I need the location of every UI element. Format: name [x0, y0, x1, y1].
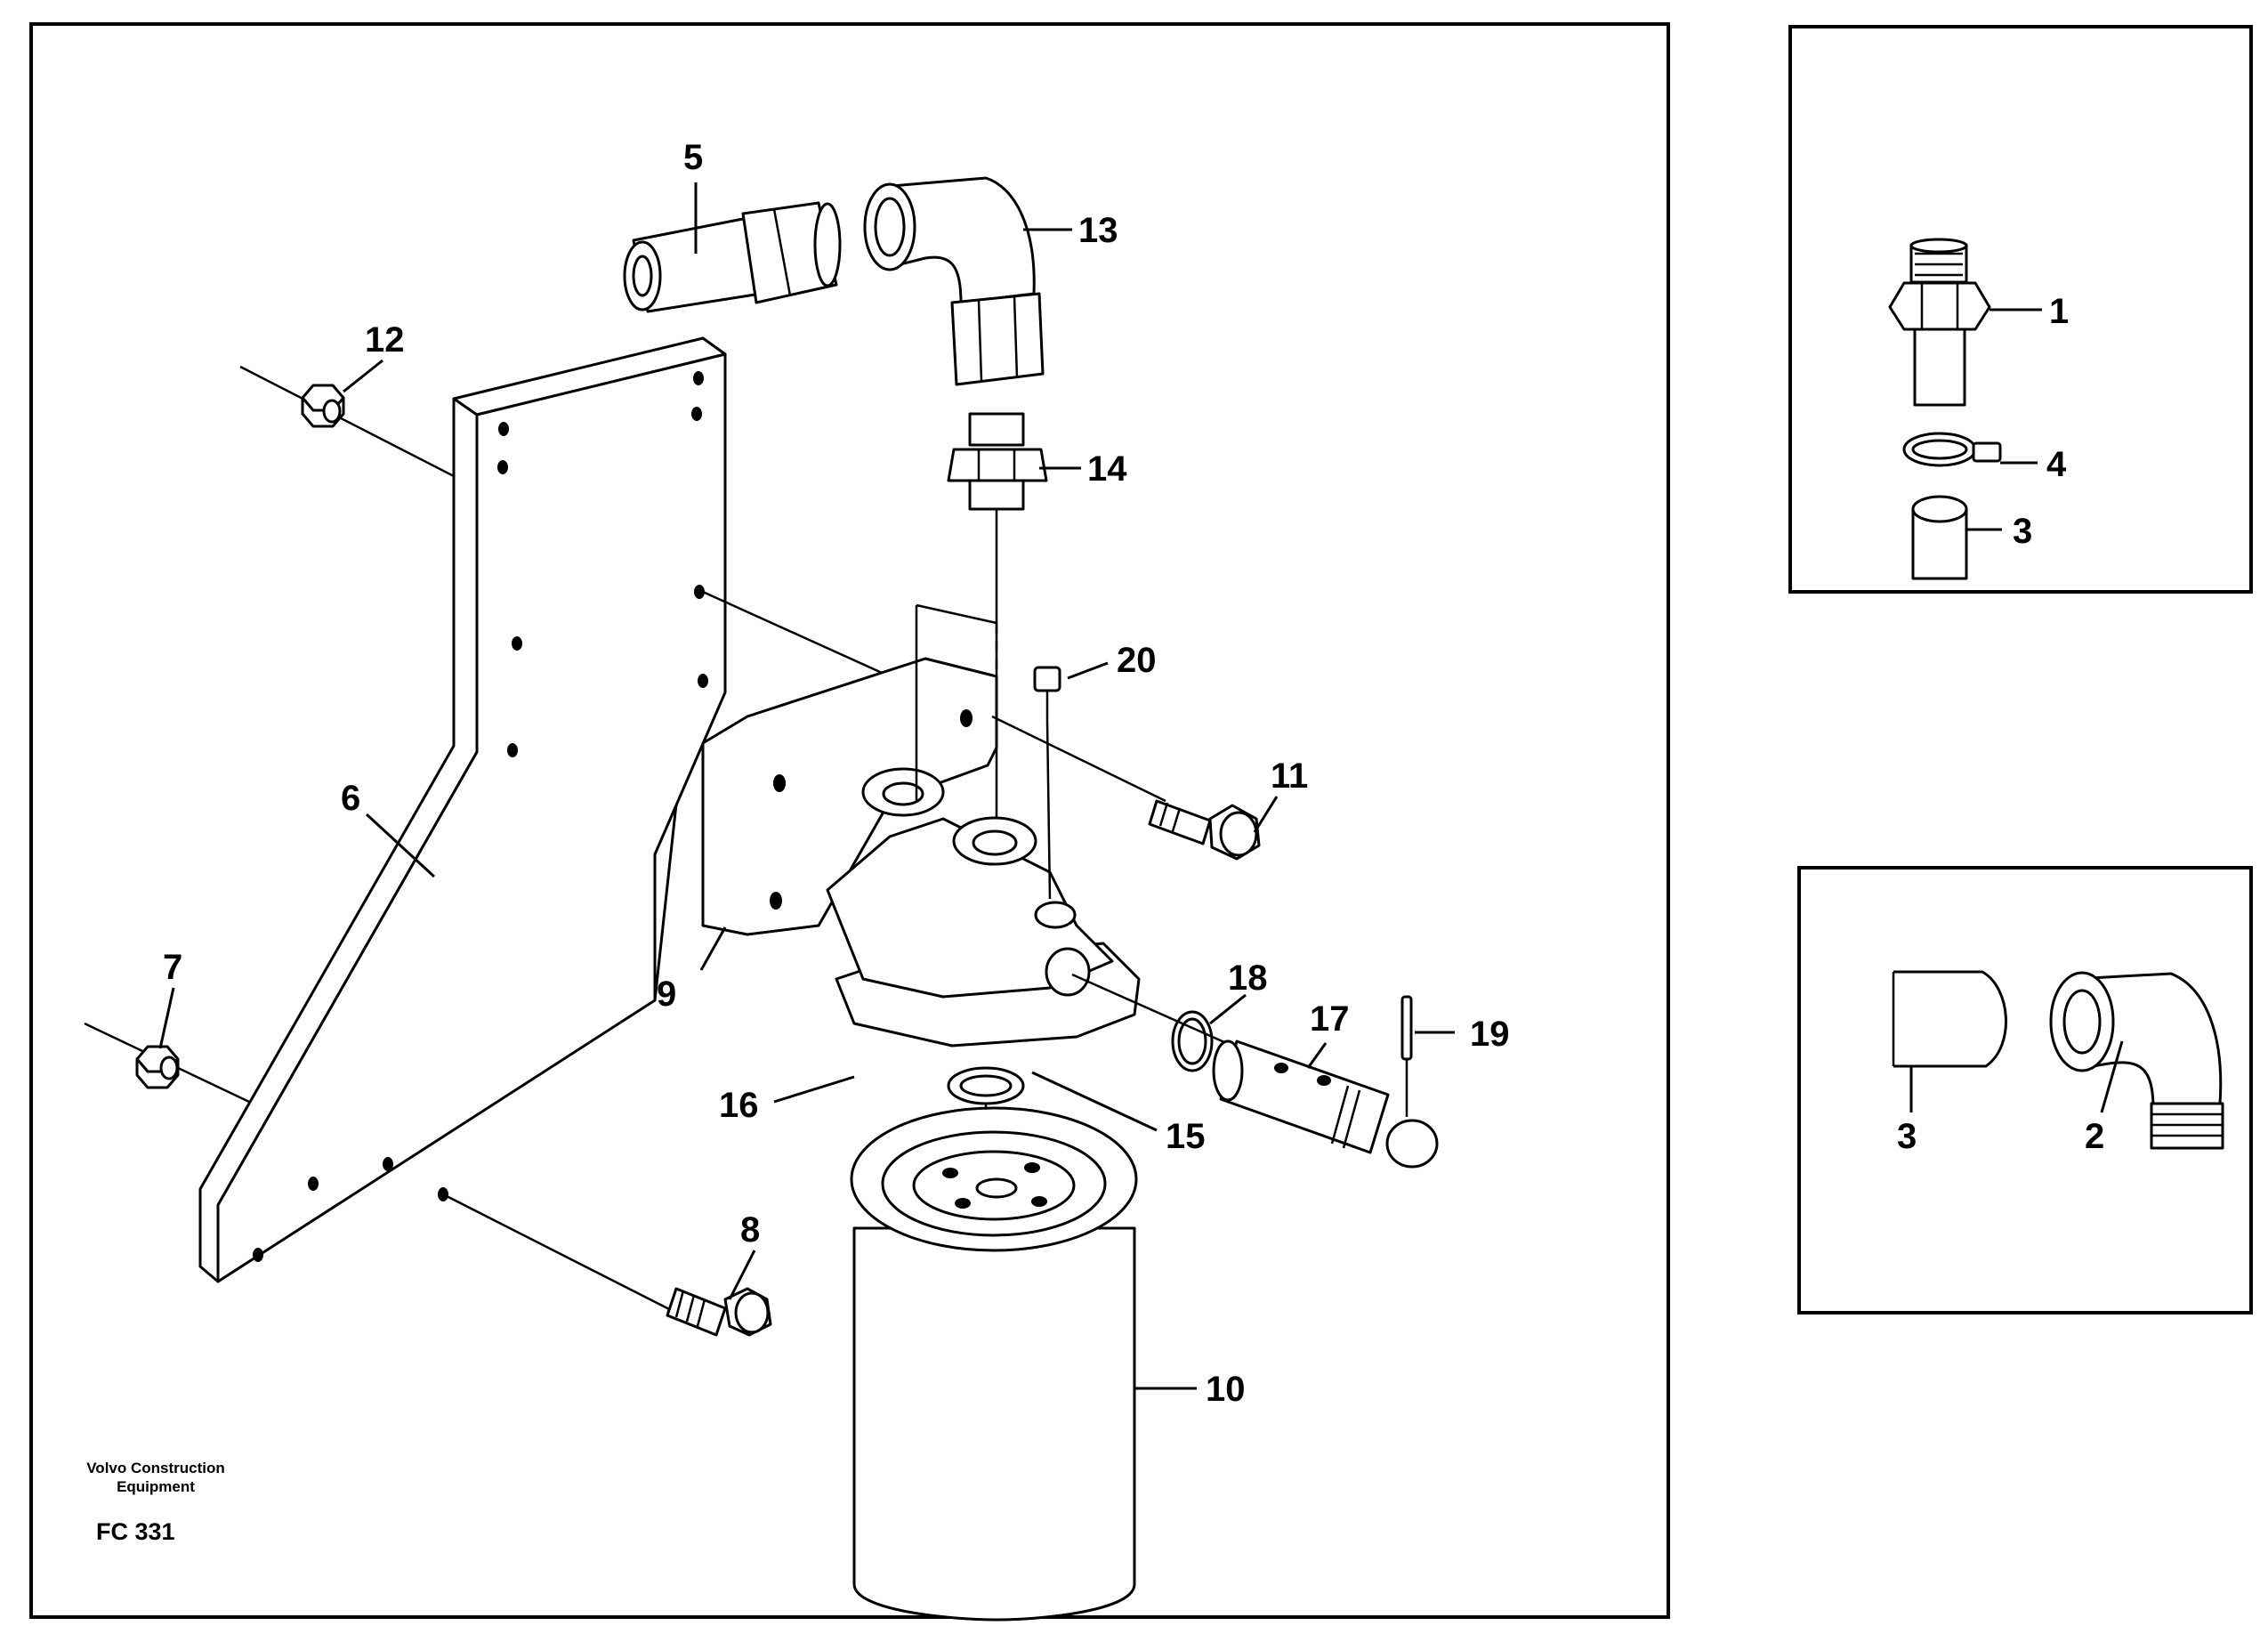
pin-line-17 [1071, 973, 1233, 1048]
nut-7 [135, 1045, 180, 1089]
filter-cartridge-10 [850, 1106, 1138, 1622]
callout-19: 19 [1470, 1015, 1510, 1054]
detail-bottom-callout-2: 2 [2085, 1117, 2104, 1156]
mount-line-6-to-9 [702, 590, 891, 678]
callout-18: 18 [1228, 959, 1268, 998]
elbow-13 [863, 176, 1045, 386]
detail-top-leaders [1966, 308, 2042, 531]
detail-bottom-callout-3: 3 [1897, 1117, 1917, 1156]
callout-20: 20 [1117, 641, 1157, 680]
callout-8: 8 [740, 1210, 760, 1250]
detail-top-frame [1788, 25, 2253, 594]
filter-head-9 [701, 603, 1141, 1048]
leader-lines [158, 182, 1455, 1390]
detail-bottom-leaders [1909, 1040, 2124, 1113]
callout-11: 11 [1271, 756, 1308, 796]
fitting-5 [623, 201, 842, 313]
main-view-frame [29, 22, 1670, 1619]
detail-top-callout-3: 3 [2013, 512, 2032, 551]
valve-17 [1212, 1039, 1439, 1169]
callout-16: 16 [719, 1086, 759, 1125]
screw-20 [1033, 666, 1061, 900]
callout-9: 9 [657, 975, 676, 1014]
bracket-plate-6 [198, 336, 727, 1283]
callout-15: 15 [1166, 1117, 1206, 1156]
detail-bottom-elbow-2 [2049, 971, 2224, 1150]
callout-10: 10 [1206, 1370, 1246, 1409]
detail-bottom-frame [1797, 866, 2253, 1314]
drawing-code: FC 331 [96, 1518, 175, 1545]
callout-17: 17 [1310, 999, 1350, 1039]
callout-14: 14 [1087, 449, 1127, 489]
callout-13: 13 [1078, 211, 1118, 250]
callout-6: 6 [341, 779, 360, 818]
manufacturer-line-2: Equipment [117, 1478, 195, 1495]
bolt-11 [991, 715, 1261, 861]
bolt-8 [666, 1287, 772, 1337]
detail-top-callout-1: 1 [2049, 292, 2069, 331]
mount-line-8 [442, 1193, 677, 1314]
detail-top-callout-4: 4 [2046, 445, 2067, 484]
pin-19 [1400, 995, 1413, 1117]
callout-5: 5 [683, 138, 703, 177]
nut-12 [301, 384, 345, 428]
detail-top-clamp-4 [1902, 432, 2002, 467]
manufacturer-line-1: Volvo Construction [86, 1460, 225, 1476]
detail-top-fitting-1 [1888, 238, 1991, 407]
detail-bottom-hose-3 [1892, 970, 2007, 1068]
detail-top-hose-3 [1911, 495, 1968, 580]
callout-12: 12 [365, 320, 405, 360]
callout-7: 7 [163, 948, 182, 987]
mount-line-12 [239, 365, 455, 478]
